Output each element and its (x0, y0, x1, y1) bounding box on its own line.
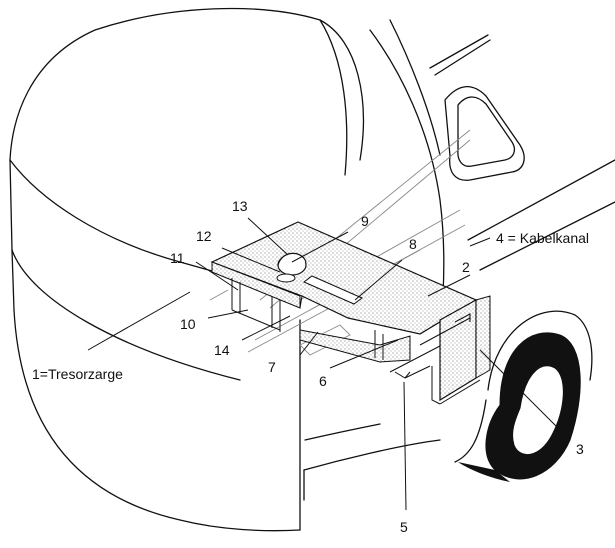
callout-4-kabelkanal: 4 = Kabelkanal (496, 230, 590, 246)
tresor-module (210, 221, 491, 405)
callout-5: 5 (400, 519, 408, 535)
callout-13: 13 (232, 198, 248, 214)
callout-11: 11 (170, 250, 185, 266)
callout-10: 10 (180, 316, 196, 332)
callout-2: 2 (462, 259, 470, 275)
leader-lines (87, 217, 571, 511)
callout-9: 9 (361, 213, 369, 229)
front-wheel (454, 310, 593, 482)
callout-12: 12 (196, 228, 212, 244)
callout-14: 14 (214, 342, 230, 358)
vehicle-body-outline (9, 7, 441, 532)
callout-1-tresorzarge: 1=Tresorzarge (32, 366, 123, 382)
callout-6: 6 (319, 373, 327, 389)
callout-7: 7 (268, 359, 276, 375)
callout-8: 8 (409, 236, 417, 252)
callout-3: 3 (576, 441, 584, 457)
